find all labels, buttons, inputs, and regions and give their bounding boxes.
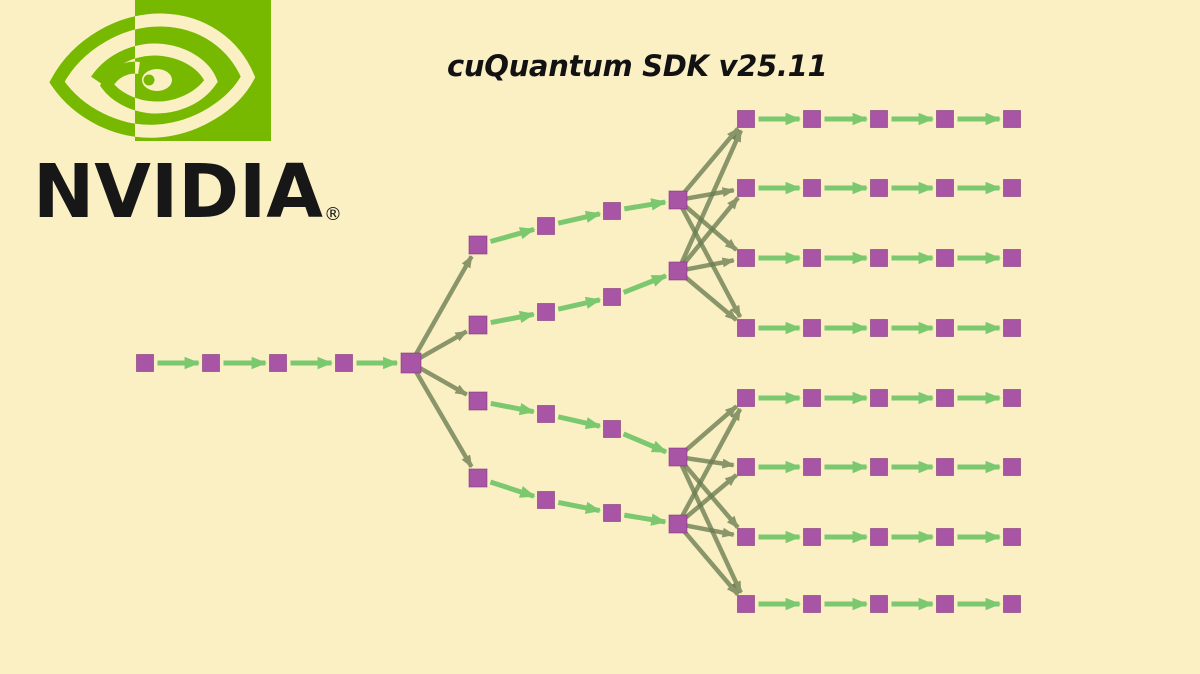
diagram-node-r4c3 — [936, 389, 954, 407]
diagram-node-r7c0 — [737, 595, 755, 613]
diagram-node-r5c1 — [803, 458, 821, 476]
diagram-edge-dark-arrow — [681, 473, 738, 522]
diagram-edge-green-arrow — [490, 400, 536, 416]
diagram-edge-dark-arrow — [678, 129, 743, 266]
diagram-edge-green-arrow — [490, 310, 536, 326]
diagram-node-r1c4 — [1003, 179, 1021, 197]
diagram-edge-green-arrow — [622, 431, 668, 455]
diagram-edge-green-arrow — [489, 479, 536, 499]
diagram-node-r0c1 — [803, 110, 821, 128]
diagram-edge-green-arrow — [557, 210, 602, 226]
diagram-node-m2 — [269, 354, 287, 372]
diagram-node-r1c3 — [936, 179, 954, 197]
diagram-node-c2 — [603, 420, 621, 438]
diagram-node-r3c0 — [737, 319, 755, 337]
diagram-node-m3 — [335, 354, 353, 372]
diagram-node-r6c3 — [936, 528, 954, 546]
diagram-node-b3 — [668, 261, 688, 281]
page-title: cuQuantum SDK v25.11 — [447, 49, 828, 83]
nvidia-logo: NVIDIA ® — [33, 0, 342, 235]
diagram-edge-dark-arrow — [413, 368, 474, 468]
diagram-edge-dark-arrow — [684, 187, 735, 202]
diagram-node-r2c3 — [936, 249, 954, 267]
diagram-node-r1c1 — [803, 179, 821, 197]
diagram-edge-dark-arrow — [684, 257, 735, 272]
diagram-edge-green-arrow — [489, 226, 536, 244]
diagram-node-m4 — [400, 352, 422, 374]
diagram-node-d3 — [668, 514, 688, 534]
diagram-node-r2c4 — [1003, 249, 1021, 267]
diagram-edge-dark-arrow — [681, 202, 738, 252]
diagram-node-r0c2 — [870, 110, 888, 128]
diagram-node-c3 — [668, 447, 688, 467]
diagram-edge-green-arrow — [557, 499, 602, 514]
diagram-node-r6c0 — [737, 528, 755, 546]
diagram-edges — [157, 112, 1002, 611]
diagram-node-r5c0 — [737, 458, 755, 476]
diagram-node-r3c2 — [870, 319, 888, 337]
diagram-node-r3c3 — [936, 319, 954, 337]
diagram-node-r5c4 — [1003, 458, 1021, 476]
diagram-edge-green-arrow — [557, 296, 602, 312]
diagram-node-b0 — [468, 315, 488, 335]
diagram-node-r0c0 — [737, 110, 755, 128]
diagram-edge-dark-arrow — [416, 364, 468, 397]
diagram-node-r4c2 — [870, 389, 888, 407]
diagram-node-r2c0 — [737, 249, 755, 267]
diagram-node-a2 — [603, 202, 621, 220]
diagram-node-d0 — [468, 468, 488, 488]
diagram-node-r7c3 — [936, 595, 954, 613]
diagram-edge-green-arrow — [622, 273, 668, 295]
diagram-node-r6c1 — [803, 528, 821, 546]
diagram-edge-green-arrow — [557, 414, 602, 430]
diagram-edge-dark-arrow — [684, 523, 735, 538]
diagram-node-r7c4 — [1003, 595, 1021, 613]
diagram-edge-dark-arrow — [416, 329, 468, 362]
diagram-node-m1 — [202, 354, 220, 372]
diagram-edge-dark-arrow — [680, 196, 740, 268]
nvidia-eye-icon-inner — [135, 13, 256, 138]
diagram-node-r2c2 — [870, 249, 888, 267]
diagram-node-r6c2 — [870, 528, 888, 546]
diagram-node-r0c3 — [936, 110, 954, 128]
diagram-node-r7c2 — [870, 595, 888, 613]
diagram-node-r3c1 — [803, 319, 821, 337]
diagram-edge-dark-arrow — [680, 527, 740, 596]
diagram-node-a1 — [537, 217, 555, 235]
diagram-node-c1 — [537, 405, 555, 423]
diagram-node-c0 — [468, 391, 488, 411]
diagram-edge-dark-arrow — [679, 205, 743, 319]
diagram-node-r4c4 — [1003, 389, 1021, 407]
diagram-node-b1 — [537, 303, 555, 321]
diagram-edge-dark-arrow — [681, 404, 739, 455]
diagram-node-r0c4 — [1003, 110, 1021, 128]
diagram-node-r6c4 — [1003, 528, 1021, 546]
diagram-node-d1 — [537, 491, 555, 509]
diagram-node-r7c1 — [803, 595, 821, 613]
diagram-edge-green-arrow — [623, 512, 667, 526]
nvidia-eye-icon — [49, 16, 135, 137]
diagram-node-r1c2 — [870, 179, 888, 197]
diagram-node-r1c0 — [737, 179, 755, 197]
nvidia-wordmark: NVIDIA — [33, 149, 323, 235]
registered-trademark-symbol: ® — [324, 204, 342, 225]
diagram-node-r5c2 — [870, 458, 888, 476]
diagram-node-d2 — [603, 504, 621, 522]
diagram-edge-dark-arrow — [681, 273, 738, 322]
diagram-node-r2c1 — [803, 249, 821, 267]
diagram-node-r4c0 — [737, 389, 755, 407]
diagram-edge-green-arrow — [623, 198, 667, 212]
diagram-node-r5c3 — [936, 458, 954, 476]
diagram-node-a3 — [668, 190, 688, 210]
diagram-edge-dark-arrow — [679, 407, 743, 519]
diagram-edge-dark-arrow — [680, 127, 740, 197]
diagram-node-r3c4 — [1003, 319, 1021, 337]
diagram-node-a0 — [468, 235, 488, 255]
diagram-nodes — [136, 110, 1021, 613]
diagram-node-r4c1 — [803, 389, 821, 407]
diagram-node-b2 — [603, 288, 621, 306]
diagram-node-m0 — [136, 354, 154, 372]
diagram-edge-dark-arrow — [413, 255, 474, 358]
